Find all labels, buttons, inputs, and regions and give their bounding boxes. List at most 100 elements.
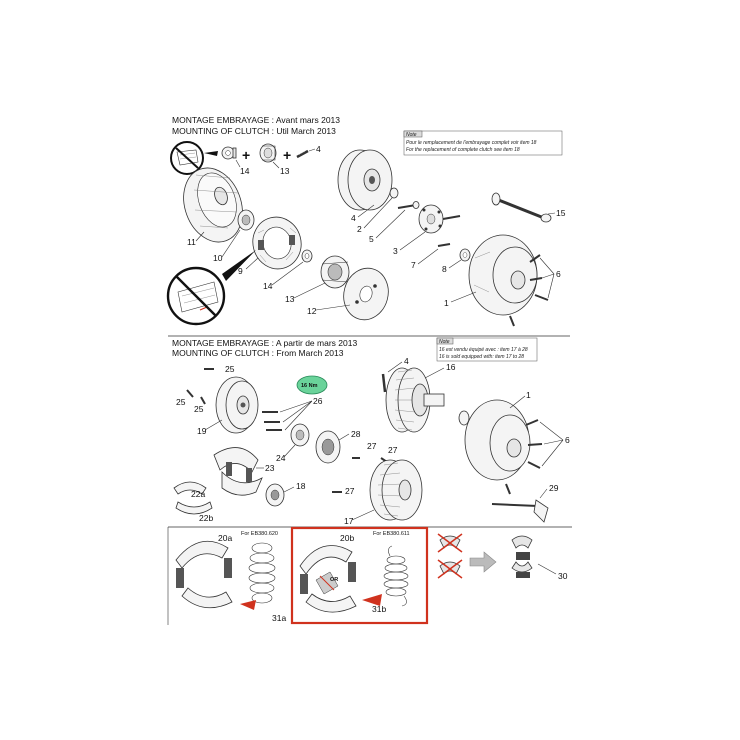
label-29: 29 [549, 483, 559, 493]
screw-4-top [296, 149, 309, 159]
label-31b: 31b [372, 604, 386, 614]
hub-flange-3 [418, 204, 461, 234]
shoe-assembly-23 [213, 447, 263, 496]
plate-19 [215, 376, 259, 434]
torque-label: 16 Nm [301, 383, 318, 389]
spring-31a [248, 542, 276, 604]
kit-30 [511, 535, 533, 578]
bolts-6-top [509, 254, 549, 327]
label-25-a: 25 [225, 364, 235, 374]
bearing-10 [237, 209, 255, 231]
label-18: 18 [296, 481, 306, 491]
label-12: 12 [307, 306, 317, 316]
bolt-7 [437, 243, 451, 247]
nut-14-top [221, 146, 237, 160]
pulley-17 [369, 459, 423, 521]
plus-icon-1: + [242, 147, 250, 163]
bottom-note-box: Note 16 est vendu équipé avec : item 17 … [436, 337, 538, 362]
top-note-box: Note Pour le remplacement de l'embrayage… [403, 130, 563, 156]
label-9: 9 [238, 266, 243, 276]
bolt-5 [397, 201, 420, 209]
label-31a: 31a [272, 613, 286, 623]
bottom-note-header: Note [439, 339, 450, 345]
label-13-lower: 13 [285, 294, 295, 304]
pointer-arrow-icon-1 [204, 151, 218, 156]
clutch-shoes-9 [252, 216, 302, 270]
prohibited-assembly-icon-2 [166, 266, 226, 326]
label-10: 10 [213, 253, 223, 263]
label-3: 3 [393, 246, 398, 256]
clutch-cover-1-top [468, 234, 538, 316]
label-13-top: 13 [280, 166, 290, 176]
lining-22a [173, 481, 207, 495]
label-6-bottom: 6 [565, 435, 570, 445]
label-30: 30 [558, 571, 568, 581]
pulley-12 [343, 267, 389, 321]
label-4-top-b: 4 [351, 213, 356, 223]
label-6-top: 6 [556, 269, 561, 279]
highlight-box [290, 526, 429, 625]
top-note-header: Note [406, 132, 417, 138]
label-11: 11 [187, 237, 196, 247]
kit-20a-shoes [175, 540, 233, 609]
bottom-title-fr: MONTAGE EMBRAYAGE : A partir de mars 201… [172, 338, 357, 348]
top-note-en: For the replacement of complete clutch s… [406, 147, 520, 153]
spring-31b [383, 545, 409, 607]
label-14-top: 14 [240, 166, 250, 176]
label-25-b: 25 [176, 397, 186, 407]
screws-25 [186, 368, 214, 405]
clutch-bell-16 [385, 367, 445, 433]
label-20a: 20a [218, 533, 232, 543]
label-17: 17 [344, 516, 354, 526]
replacement-arrow-icon [469, 551, 497, 573]
label-8: 8 [442, 264, 447, 274]
lining-22b [175, 501, 213, 515]
bearing-18 [265, 483, 285, 507]
label-25-c: 25 [194, 404, 204, 414]
label-1-top: 1 [444, 298, 449, 308]
bottom-note-en: 16 is sold equipped with: item 17 to 28 [439, 354, 524, 360]
tool-15 [491, 192, 552, 223]
clutch-drum-11 [183, 167, 243, 243]
crossed-part-icon-2 [437, 559, 463, 579]
label-27-b: 27 [388, 445, 398, 455]
bottom-title-en: MOUNTING OF CLUTCH : From March 2013 [172, 348, 344, 358]
bolts-26 [262, 411, 282, 431]
tool-29 [491, 499, 549, 523]
label-16: 16 [446, 362, 456, 372]
kit-20b-shoes [299, 545, 357, 613]
kit-left-ref: For EB380.620 [241, 531, 278, 537]
bearing-28 [315, 430, 341, 464]
label-14-lower: 14 [263, 281, 273, 291]
label-22a: 22a [191, 489, 205, 499]
arrow-red-icon-left [240, 600, 256, 610]
label-23: 23 [265, 463, 275, 473]
clutch-cover-1-bottom [458, 399, 531, 481]
kit-right-ref: For EB380.611 [373, 531, 410, 537]
label-26: 26 [313, 396, 323, 406]
bottom-note-fr: 16 est vendu équipé avec : item 17 à 28 [439, 347, 528, 353]
label-20b: 20b [340, 533, 354, 543]
label-19: 19 [197, 426, 207, 436]
torque-badge: 16 Nm [296, 375, 328, 395]
label-2: 2 [357, 224, 362, 234]
label-24: 24 [276, 453, 286, 463]
prohibited-assembly-icon-1 [170, 141, 204, 175]
screw-4-bottom [381, 373, 387, 393]
label-22b: 22b [199, 513, 213, 523]
spacer-24 [290, 423, 310, 447]
or-label: OR [330, 577, 338, 583]
label-4-bottom: 4 [404, 356, 409, 366]
nut-14-lower [301, 249, 313, 263]
hub-13-lower [320, 255, 350, 289]
label-27-c: 27 [345, 486, 355, 496]
label-5: 5 [369, 234, 374, 244]
seal-8 [459, 248, 471, 262]
crossed-part-icon-1 [437, 533, 463, 553]
plus-icon-2: + [283, 147, 291, 163]
bearing-13-top [259, 143, 277, 163]
label-15: 15 [556, 208, 566, 218]
top-note-fr: Pour le remplacement de l'embrayage comp… [406, 140, 537, 146]
arrow-red-icon-right [362, 594, 382, 606]
